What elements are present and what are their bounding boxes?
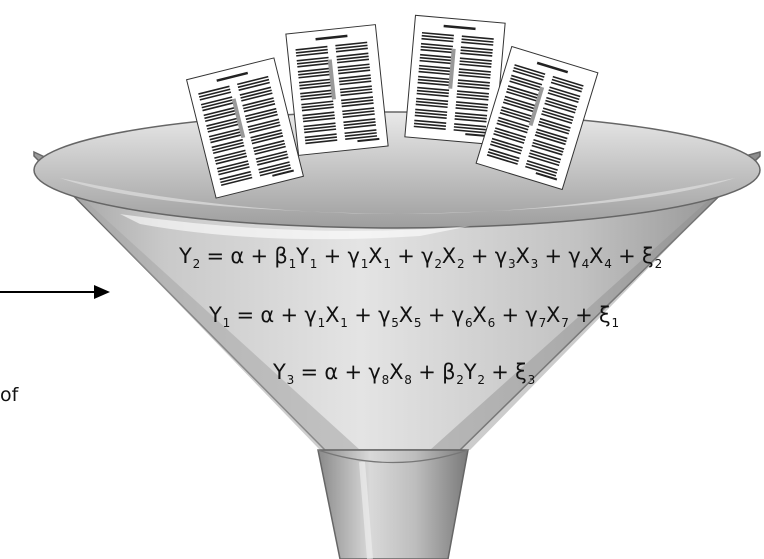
- side-label: of: [0, 384, 19, 406]
- document-2: [285, 24, 389, 156]
- equation-y2: Y2 = α + β1Y1 + γ1X1 + γ2X2 + γ3X3 + γ4X…: [179, 244, 662, 271]
- document-3: [404, 14, 506, 146]
- document-4: [475, 45, 599, 191]
- documents-group: [185, 14, 599, 199]
- funnel: [33, 111, 761, 559]
- input-arrow: [0, 285, 110, 299]
- equation-y3: Y3 = α + γ8X8 + β2Y2 + ξ3: [273, 360, 536, 387]
- document-1: [185, 57, 305, 199]
- equation-y1: Y1 = α + γ1X1 + γ5X5 + γ6X6 + γ7X7 + ξ1: [209, 303, 619, 330]
